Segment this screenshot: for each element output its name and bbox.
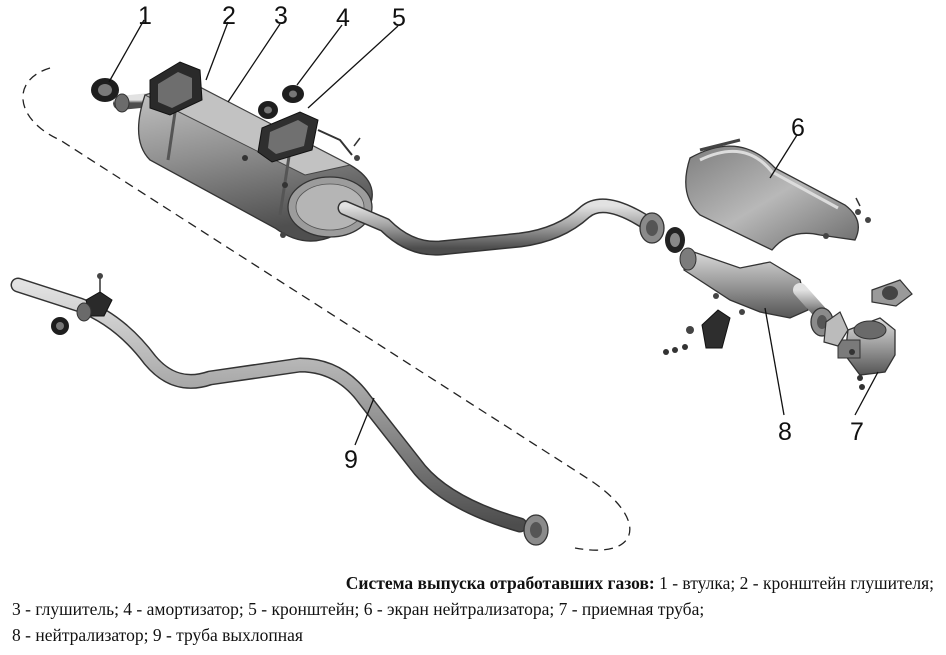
leader-line-4 [296,24,343,86]
intake-pipe [837,279,913,390]
callout-1: 1 [138,2,152,30]
catalyst-heat-shield [685,138,871,251]
caption-line-1-text: 1 - втулка; 2 - кронштейн глушителя; [654,573,934,593]
callout-9: 9 [344,446,358,474]
assembly-dashed-line [22,67,631,551]
leader-line-1 [108,19,145,83]
callout-7: 7 [850,418,864,446]
exhaust-pipe [10,273,549,546]
caption-title: Система выпуска отработавших газов: [345,573,655,593]
diagram-caption: Система выпуска отработавших газов: 1 - … [12,570,934,648]
leader-line-2 [205,21,229,81]
exhaust-system-diagram: 1 2 3 4 5 6 7 8 9 [10,2,913,551]
leader-line-3 [227,23,281,103]
caption-line-1: Система выпуска отработавших газов: 1 - … [12,570,934,596]
muffler-bracket [149,61,203,116]
caption-line-2: 3 - глушитель; 4 - амортизатор; 5 - крон… [12,599,705,619]
catalytic-converter [663,247,834,355]
callout-3: 3 [274,2,288,30]
leader-line-6 [769,134,798,179]
callout-6: 6 [791,114,805,142]
bushing [91,78,119,102]
fasteners [280,137,361,238]
leader-line-9 [354,397,375,446]
caption-line-3: 8 - нейтрализатор; 9 - труба выхлопная [12,625,303,645]
shock-absorber [258,85,304,119]
leader-line-5 [307,25,399,109]
leader-line-8 [764,307,785,416]
bracket [257,111,353,163]
callout-4: 4 [336,4,350,32]
leader-line-7 [854,371,879,416]
callout-8: 8 [778,418,792,446]
flange-gasket [823,311,849,347]
callout-5: 5 [392,4,406,32]
callout-2: 2 [222,2,236,30]
muffler [113,81,373,242]
